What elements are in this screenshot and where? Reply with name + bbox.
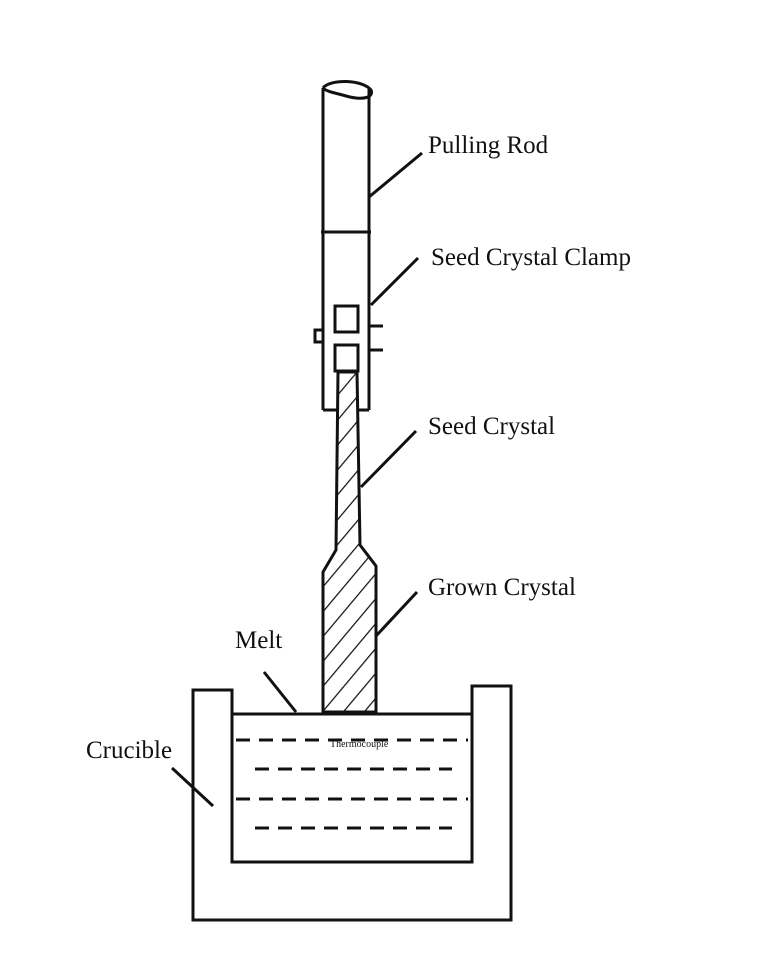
- pulling-rod-label: Pulling Rod: [428, 132, 549, 159]
- pulling-rod: [321, 80, 373, 232]
- grown-crystal: [321, 370, 378, 714]
- grown-crystal-leader: [374, 590, 419, 638]
- seed-crystal-clamp: [313, 230, 383, 412]
- crucible-label: Crucible: [86, 737, 172, 764]
- pulling-rod-leader: [368, 151, 423, 199]
- crucible-leader: [170, 766, 215, 808]
- grown-crystal-label: Grown Crystal: [428, 574, 576, 601]
- seed-crystal-leader: [359, 429, 418, 489]
- crucible: [191, 684, 513, 922]
- melt: [232, 712, 472, 830]
- melt-label: Melt: [235, 627, 282, 654]
- thermocouple-label: Thermocouple: [330, 739, 389, 750]
- seed-clamp-leader: [369, 256, 420, 307]
- melt-leader: [262, 671, 298, 713]
- seed-crystal-clamp-label: Seed Crystal Clamp: [431, 244, 631, 271]
- seed-crystal-label: Seed Crystal: [428, 413, 555, 440]
